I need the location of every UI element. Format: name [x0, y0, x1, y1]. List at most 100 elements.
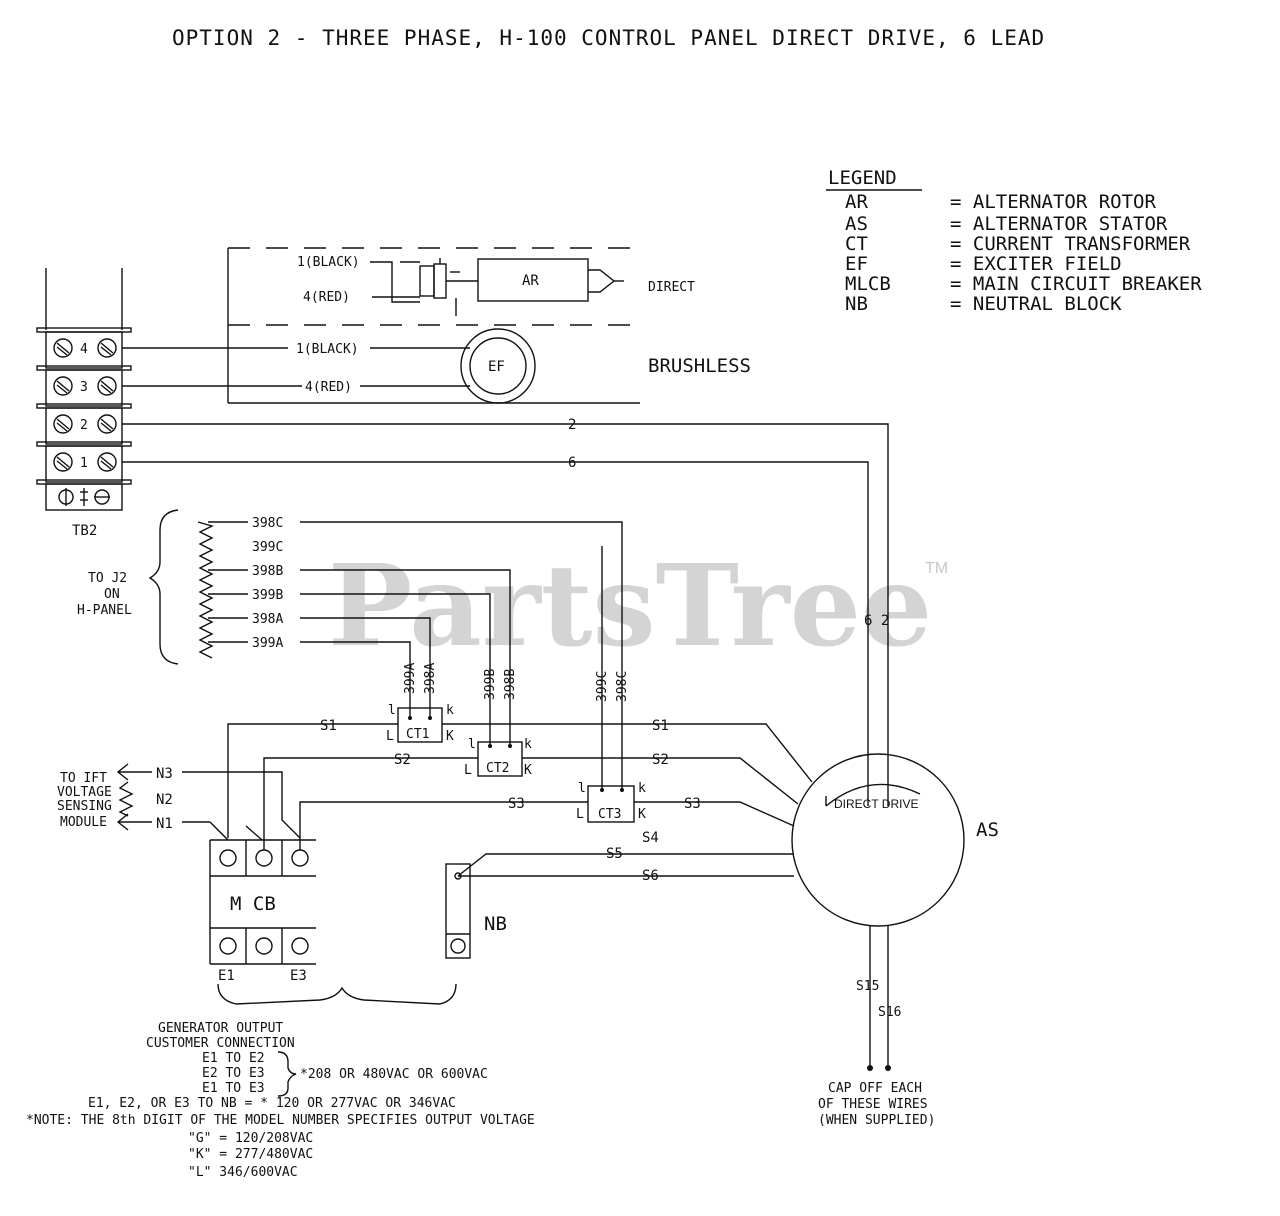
field-wires: 2 6 6 2: [122, 417, 889, 806]
e1-label: E1: [218, 968, 235, 984]
wire-label: 4(RED): [303, 290, 350, 305]
legend: LEGEND AR = ALTERNATOR ROTOR AS = ALTERN…: [826, 167, 1202, 315]
screw-icon: [53, 376, 73, 396]
diagram-title: OPTION 2 - THREE PHASE, H-100 CONTROL PA…: [172, 26, 1045, 50]
output-code: "L" 346/600VAC: [188, 1165, 298, 1180]
to-j2-label: TO J2: [88, 571, 127, 586]
legend-abbr: EF: [845, 253, 868, 275]
ct-vertical-label: 399A: [403, 663, 418, 694]
output-heading: GENERATOR OUTPUT: [158, 1021, 283, 1036]
ct-upper-k: K: [446, 729, 454, 744]
ct-lead-label: 398C: [252, 516, 283, 531]
legend-abbr: AR: [845, 191, 868, 213]
terminal-block-tb2: 4 3 2 1 TB2: [36, 268, 132, 539]
e3-label: E3: [290, 968, 307, 984]
ct-lead-label: 398B: [252, 564, 283, 579]
screw-icon: [97, 338, 117, 358]
terminal-label: 1: [80, 456, 88, 471]
brushless-option-box: 1(BLACK) 4(RED) EF BRUSHLESS: [122, 328, 751, 404]
n2-label: N2: [156, 792, 173, 808]
ct-upper-k: K: [524, 763, 532, 778]
ct-vertical-label: 398A: [423, 663, 438, 694]
output-code: "K" = 277/480VAC: [188, 1147, 313, 1162]
terminal-label: 3: [80, 380, 88, 395]
wire-6-label: 6: [568, 455, 576, 471]
legend-desc: = ALTERNATOR STATOR: [950, 213, 1168, 235]
neutral-block: NB: [445, 863, 507, 959]
legend-abbr: MLCB: [845, 273, 891, 295]
output-pair: E1 TO E3: [202, 1081, 265, 1096]
alternator-rotor: [477, 258, 589, 302]
ct-lead-label: 398A: [252, 612, 283, 627]
legend-abbr: NB: [845, 293, 868, 315]
legend-desc: = EXCITER FIELD: [950, 253, 1122, 275]
ct-upper-l: L: [386, 729, 394, 744]
main-circuit-breaker: M CB E1 E3: [209, 839, 457, 1005]
ct-leads: TO J2 ON H-PANEL 398C 399C 398B 399B 398…: [77, 509, 623, 790]
cap-note: CAP OFF EACH: [828, 1081, 922, 1096]
ct-lead-label: 399A: [252, 636, 283, 651]
output-notes: GENERATOR OUTPUT CUSTOMER CONNECTION E1 …: [26, 1021, 535, 1180]
ct-upper-l: L: [576, 807, 584, 822]
ct-lower-k: k: [638, 781, 646, 796]
wire-pair-label: 6 2: [864, 613, 889, 629]
stator-wire-label: S5: [606, 846, 623, 862]
output-note: *NOTE: THE 8th DIGIT OF THE MODEL NUMBER…: [26, 1113, 535, 1128]
to-j2-label: ON: [104, 587, 120, 602]
exciter-label: EF: [488, 359, 505, 375]
sensing-label: TO IFT: [60, 771, 107, 786]
terminal-label: 2: [80, 418, 88, 433]
screw-icon: [97, 376, 117, 396]
output-pair: E1 TO E2: [202, 1051, 265, 1066]
ct-label: CT2: [486, 761, 509, 776]
stator-wire-label: S3: [684, 796, 701, 812]
screw-icon: [53, 414, 73, 434]
wire-label: 4(RED): [305, 380, 352, 395]
n3-label: N3: [156, 766, 173, 782]
ct-vertical-labels: 399A 398A 399B 398B 399C 398C: [403, 663, 630, 702]
ct-vertical-label: 398B: [503, 669, 518, 700]
ct-lower-k: k: [446, 703, 454, 718]
wire-2-label: 2: [568, 417, 576, 433]
stator-wire-label: S15: [856, 979, 879, 994]
stator-wire-label: S4: [642, 830, 659, 846]
cap-note: OF THESE WIRES: [818, 1097, 928, 1112]
neutral-label: NB: [484, 913, 507, 935]
ct-lower-l: l: [388, 703, 396, 718]
cap-note: (WHEN SUPPLIED): [818, 1113, 935, 1128]
ct3: [587, 785, 635, 823]
watermark: PartsTree: [328, 541, 932, 672]
terminal-label: 4: [80, 342, 88, 357]
to-j2-label: H-PANEL: [77, 603, 132, 618]
ct1: [397, 707, 443, 743]
sensing-label: VOLTAGE: [57, 785, 112, 800]
stator-label: AS: [976, 819, 999, 841]
brushless-label: BRUSHLESS: [648, 355, 751, 377]
ct-upper-l: L: [464, 763, 472, 778]
direct-option-box: 1(BLACK) 4(RED) AR DIRECT: [227, 247, 695, 403]
screw-icon: [53, 338, 73, 358]
legend-desc: = CURRENT TRANSFORMER: [950, 233, 1191, 255]
ground-icon: [58, 488, 110, 506]
output-code: "G" = 120/208VAC: [188, 1131, 313, 1146]
voltage-sensing: TO IFT VOLTAGE SENSING MODULE N3 N2 N1: [57, 763, 301, 841]
screw-icon: [53, 452, 73, 472]
rotor-label: AR: [522, 273, 539, 289]
ct-vertical-label: 399C: [595, 671, 610, 702]
ct2: [477, 741, 523, 777]
brush-holder-icon: [419, 258, 478, 316]
stator-wire-label: S1: [652, 718, 669, 734]
wire-label: 1(BLACK): [297, 255, 360, 270]
stator-wire-label: S16: [878, 1005, 901, 1020]
sensing-label: SENSING: [57, 799, 112, 814]
breaker-label: M CB: [230, 893, 276, 915]
direct-label: DIRECT: [648, 280, 695, 295]
current-transformers: CT1 l k L K CT2 l k L K CT3 l k L K: [386, 703, 646, 823]
watermark-tm: TM: [925, 560, 948, 577]
legend-heading: LEGEND: [828, 167, 897, 189]
ct-vertical-label: 398C: [615, 671, 630, 702]
output-pair: E2 TO E3: [202, 1066, 265, 1081]
exciter-field: [460, 328, 536, 404]
sensing-label: MODULE: [60, 815, 107, 830]
